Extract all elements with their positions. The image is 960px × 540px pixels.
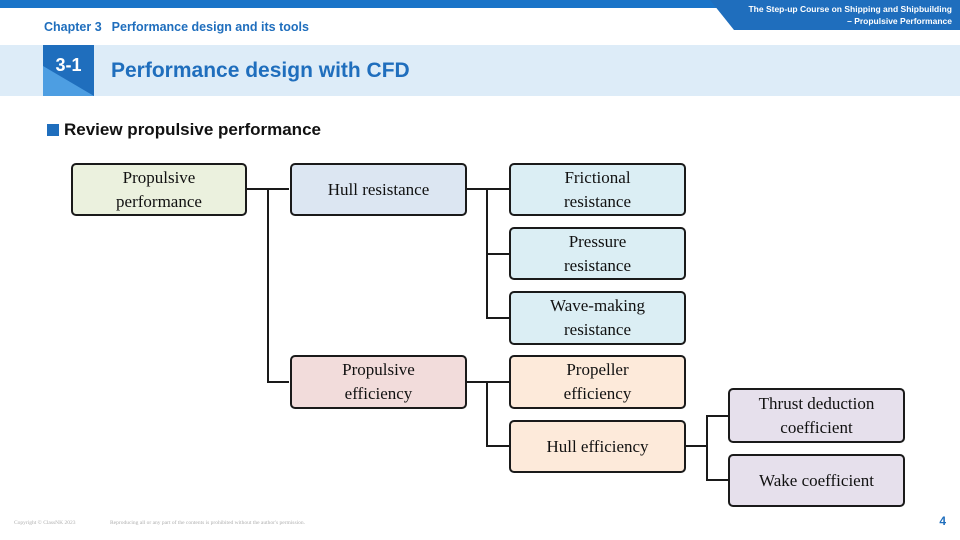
node-propulsive-efficiency: Propulsive efficiency [290,355,467,409]
footer-copyright: Copyright © ClassNK 2023 [14,520,76,526]
section-number-box [43,45,94,96]
title-bar [0,45,960,96]
connector [486,317,509,319]
slide-title: Performance design with CFD [111,59,410,82]
chapter-title: Performance design and its tools [111,20,309,34]
connector [706,415,729,417]
connector [486,381,488,447]
connector [706,415,708,481]
connector [486,445,509,447]
node-frictional-resistance: Frictional resistance [509,163,686,216]
node-hull-resistance: Hull resistance [290,163,467,216]
connector [706,479,729,481]
connector [267,381,289,383]
node-thrust-deduction-coefficient: Thrust deduction coefficient [728,388,905,443]
page-number: 4 [939,514,946,528]
connector [486,253,509,255]
node-wake-coefficient: Wake coefficient [728,454,905,507]
connector [684,445,706,447]
node-wave-making-resistance: Wave-making resistance [509,291,686,345]
section-number: 3-1 [55,55,82,75]
subheading: Review propulsive performance [64,120,321,139]
top-accent-bar [0,0,960,8]
course-title-line2: – Propulsive Performance [847,16,952,26]
square-bullet-icon [47,124,59,136]
node-propulsive-performance: Propulsive performance [71,163,247,216]
chapter-number: Chapter 3 [44,20,102,34]
node-pressure-resistance: Pressure resistance [509,227,686,280]
node-propeller-efficiency: Propeller efficiency [509,355,686,409]
course-title-tab: The Step-up Course on Shipping and Shipb… [710,0,960,30]
chapter-heading: Chapter 3 Performance design and its tool… [44,20,319,34]
course-title-line1: The Step-up Course on Shipping and Shipb… [748,4,952,14]
footer-notice: Reproducing all or any part of the conte… [110,520,305,526]
connector [267,188,269,383]
node-hull-efficiency: Hull efficiency [509,420,686,473]
